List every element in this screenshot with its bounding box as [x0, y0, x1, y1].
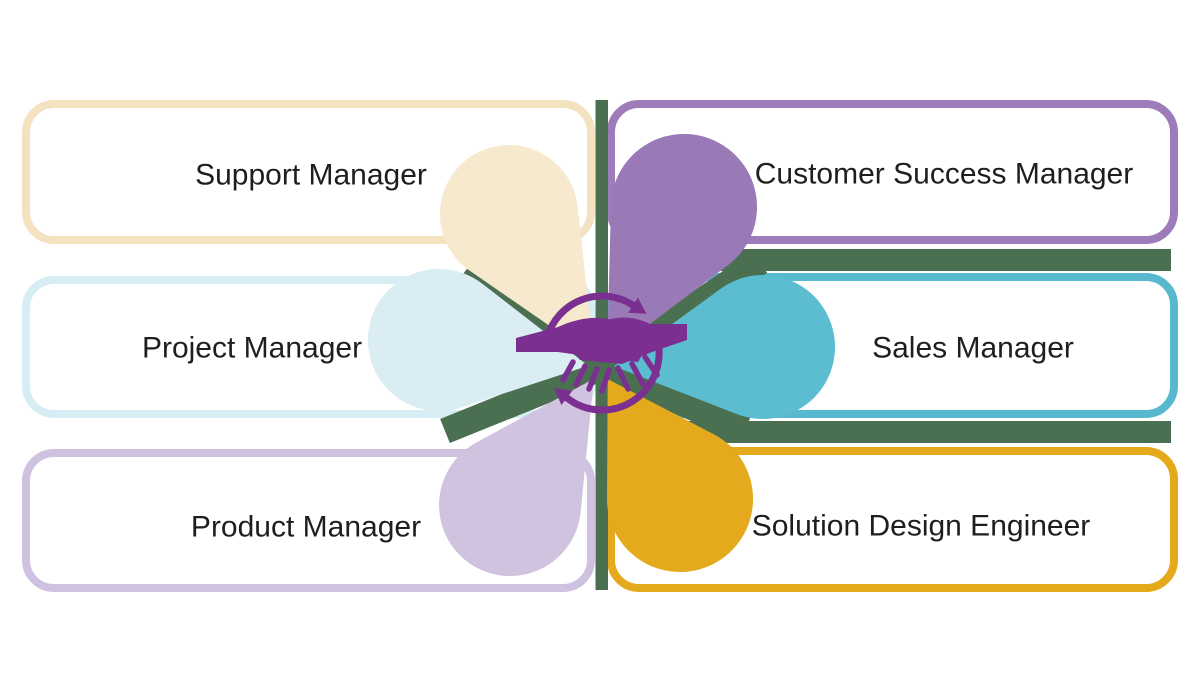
role-label-project-manager: Project Manager: [141, 331, 363, 365]
handshake-finger: [599, 367, 612, 394]
handshake-finger: [586, 366, 600, 392]
role-label-solution-design-engineer: Solution Design Engineer: [751, 509, 1091, 543]
petal-product-manager: [439, 378, 594, 576]
role-label-sales-manager: Sales Manager: [872, 331, 1074, 365]
petal-solution-design-engineer: [606, 379, 754, 572]
handshake-finger: [629, 361, 646, 387]
petal-sales-manager: [613, 274, 836, 419]
cycle-arrowhead-bottom-left: [554, 388, 573, 405]
handshake-finger: [615, 365, 631, 392]
cycle-arrow-top-arc: [544, 292, 637, 340]
handshake-right-hand: [566, 317, 687, 364]
petal-customer-success-manager: [607, 133, 758, 357]
cycle-arrowhead-top-right: [628, 297, 647, 314]
petal-support-manager: [440, 145, 595, 357]
handshake-finger: [560, 359, 576, 383]
petal-project-manager: [367, 268, 589, 412]
cycle-arrow-bottom-arc: [563, 334, 663, 414]
role-label-product-manager: Product Manager: [190, 510, 422, 544]
role-label-customer-success-manager: Customer Success Manager: [754, 157, 1134, 191]
handshake-finger: [573, 363, 588, 388]
role-label-support-manager: Support Manager: [195, 158, 427, 192]
gap-band-right-lower: [614, 421, 1171, 443]
handshake-finger: [642, 354, 660, 378]
gap-wedge-lower-left: [440, 355, 606, 444]
